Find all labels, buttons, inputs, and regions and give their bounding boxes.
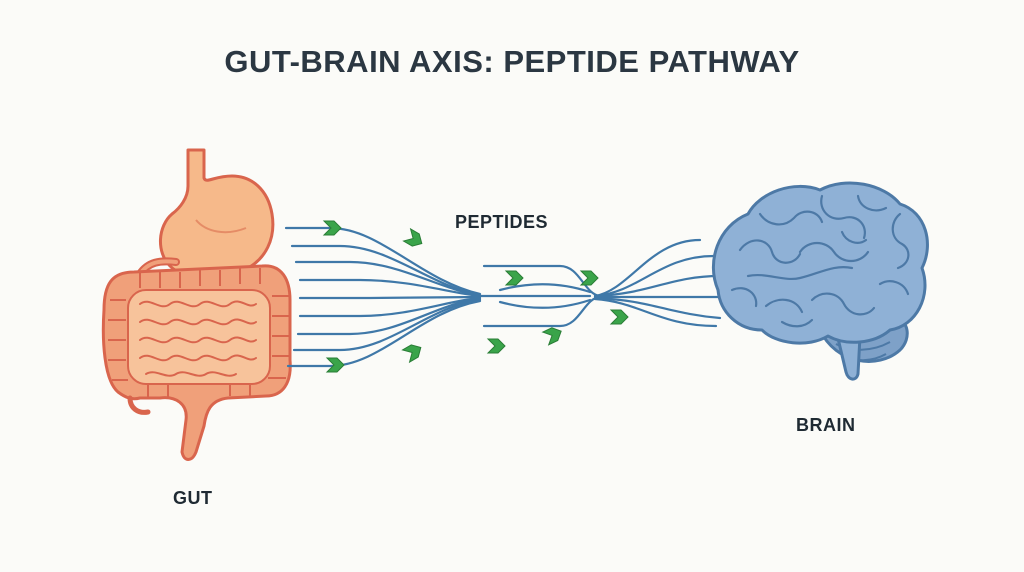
peptide-arrow-icon [609, 309, 629, 325]
pathway-line [482, 264, 602, 298]
pathway-line [298, 295, 482, 300]
pathway-line [298, 278, 482, 298]
peptide-arrow-icon [579, 270, 599, 286]
pathway-line [298, 296, 482, 318]
brain-organ-icon [711, 181, 929, 381]
pathway-line [593, 297, 718, 328]
peptide-arrow-icon [322, 220, 342, 236]
peptide-arrow-icon [401, 344, 422, 364]
peptides-label: PEPTIDES [455, 212, 549, 232]
pathway-line [296, 297, 482, 336]
pathway-line [294, 260, 482, 297]
diagram-title: GUT-BRAIN AXIS: PEPTIDE PATHWAY [224, 44, 800, 79]
neural-pathway [284, 226, 726, 368]
pathway-line [498, 298, 592, 309]
peptide-arrow-icon [541, 327, 562, 346]
peptide-arrow-icon [504, 270, 524, 286]
peptide-markers [322, 220, 629, 373]
pathway-line [593, 238, 702, 298]
brain-label: BRAIN [796, 415, 856, 435]
pathway-line [593, 274, 722, 298]
pathway-line [292, 298, 482, 352]
peptide-arrow-icon [325, 357, 345, 373]
pathway-line [498, 283, 592, 294]
pathway-line [593, 254, 716, 298]
pathway-line [593, 296, 722, 320]
peptide-arrow-icon [486, 338, 506, 354]
gut-organ-icon [101, 148, 292, 461]
peptide-arrow-icon [402, 227, 423, 247]
gut-label: GUT [173, 488, 213, 508]
